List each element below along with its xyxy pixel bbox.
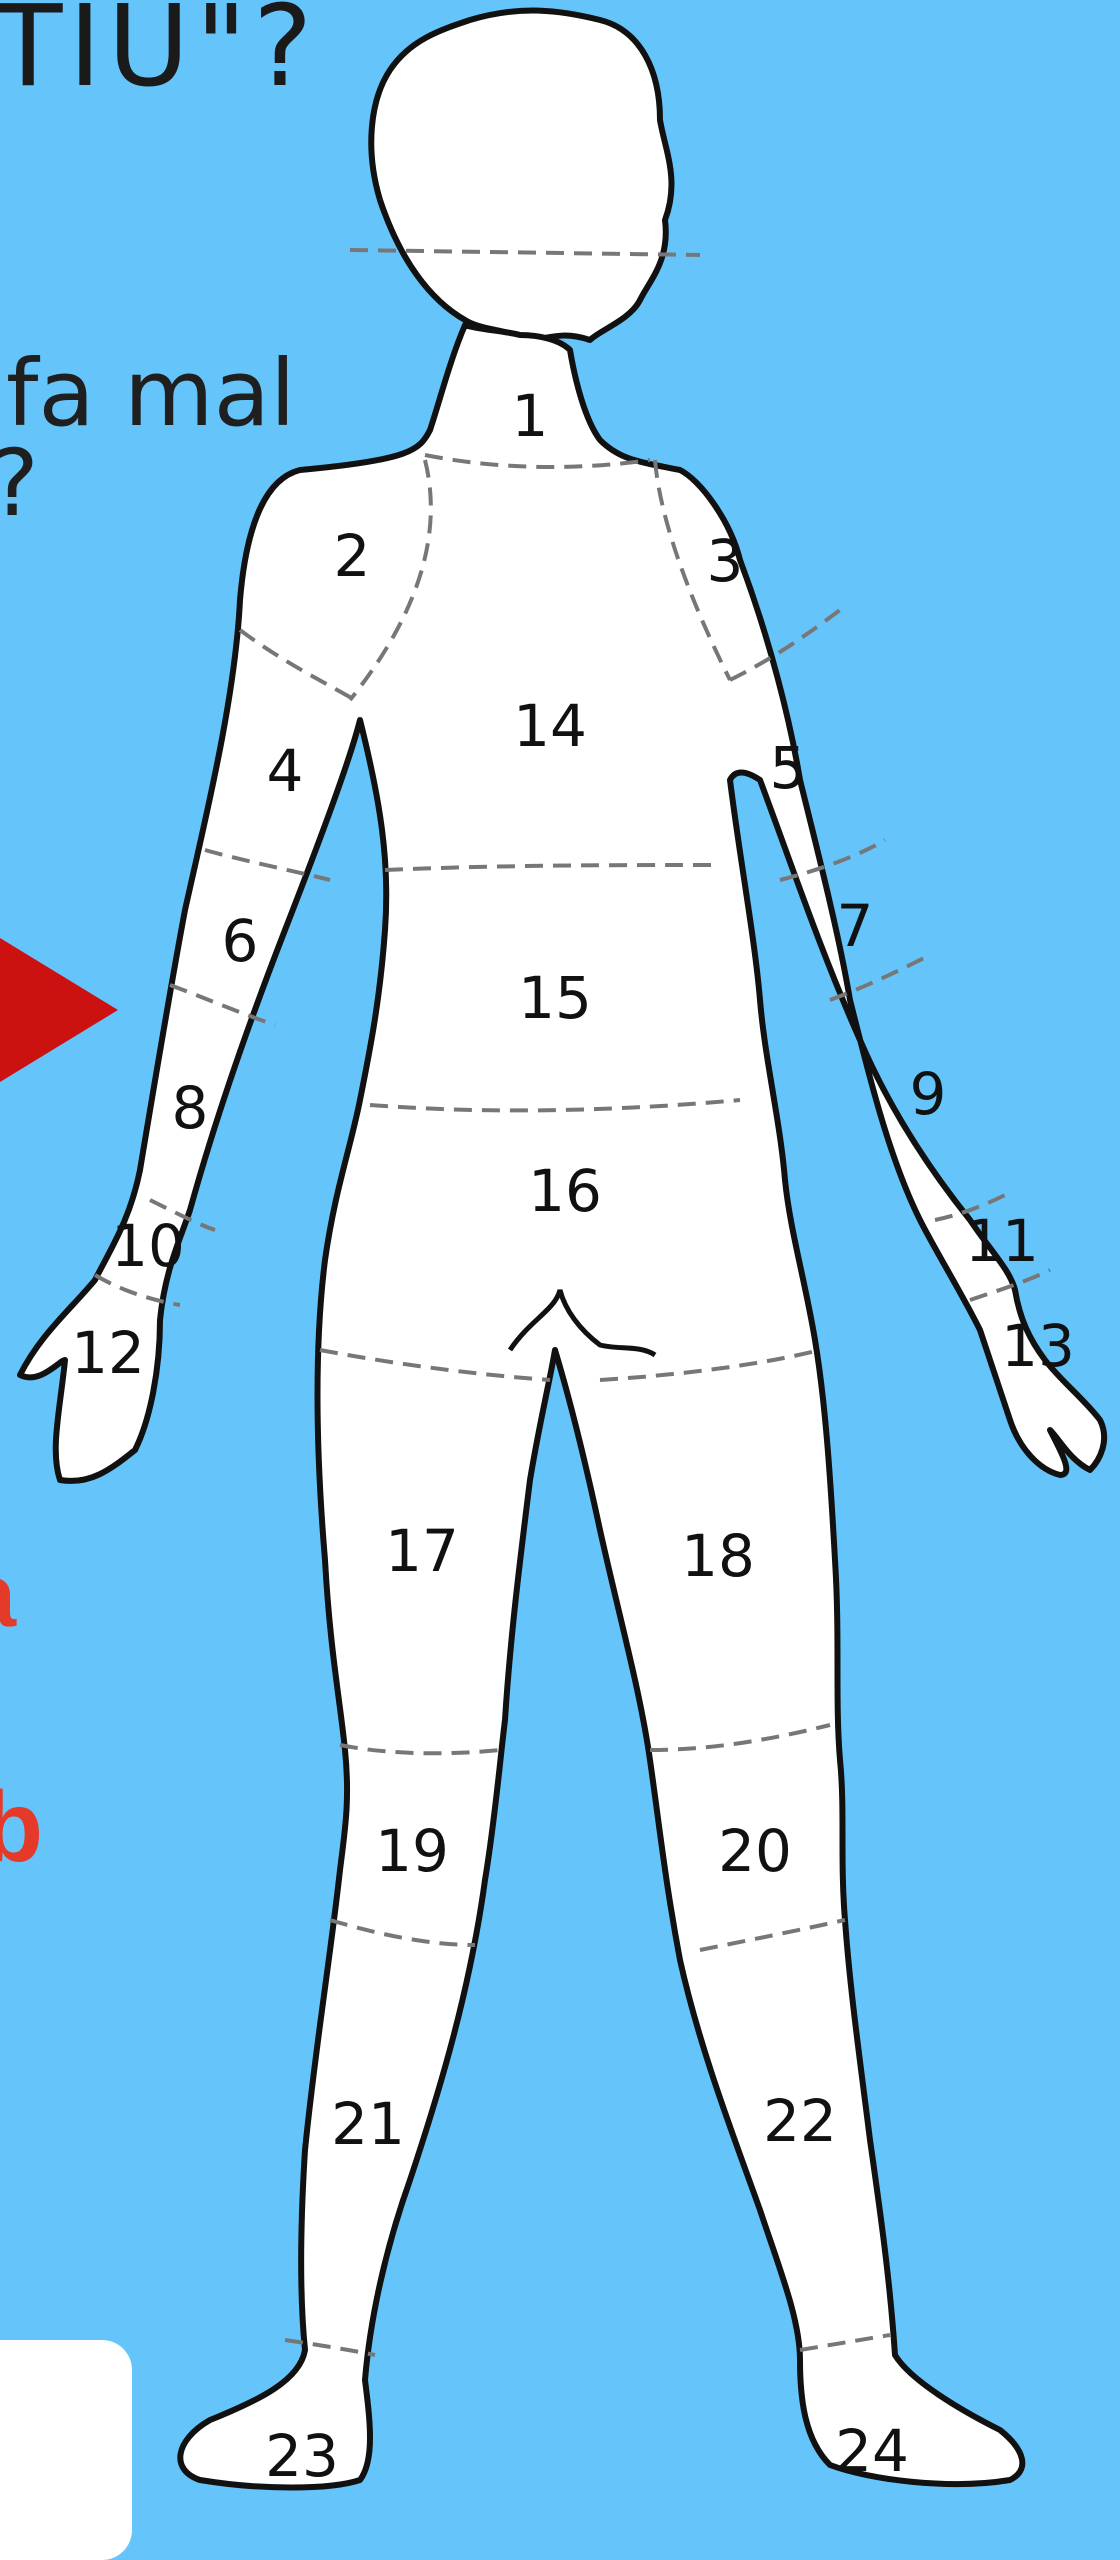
region-18: 18 xyxy=(681,1522,755,1590)
region-15: 15 xyxy=(518,964,592,1032)
head-shape xyxy=(371,11,671,340)
body-outline xyxy=(20,325,1104,2488)
region-6: 6 xyxy=(222,907,259,975)
region-13: 13 xyxy=(1001,1312,1075,1380)
region-10: 10 xyxy=(111,1212,185,1280)
region-21: 21 xyxy=(331,2090,405,2158)
region-2: 2 xyxy=(334,522,371,590)
region-9: 9 xyxy=(910,1060,947,1128)
region-4: 4 xyxy=(267,737,304,805)
region-11: 11 xyxy=(965,1207,1039,1275)
region-19: 19 xyxy=(375,1817,449,1885)
region-22: 22 xyxy=(763,2087,837,2155)
region-14: 14 xyxy=(513,692,587,760)
region-16: 16 xyxy=(528,1157,602,1225)
region-1: 1 xyxy=(512,382,549,450)
region-7: 7 xyxy=(837,892,874,960)
region-20: 20 xyxy=(718,1817,792,1885)
region-3: 3 xyxy=(707,527,744,595)
region-5: 5 xyxy=(770,734,807,802)
region-17: 17 xyxy=(385,1517,459,1585)
region-12: 12 xyxy=(71,1319,145,1387)
region-8: 8 xyxy=(172,1074,209,1142)
region-23: 23 xyxy=(265,2422,339,2490)
region-24: 24 xyxy=(835,2417,909,2485)
